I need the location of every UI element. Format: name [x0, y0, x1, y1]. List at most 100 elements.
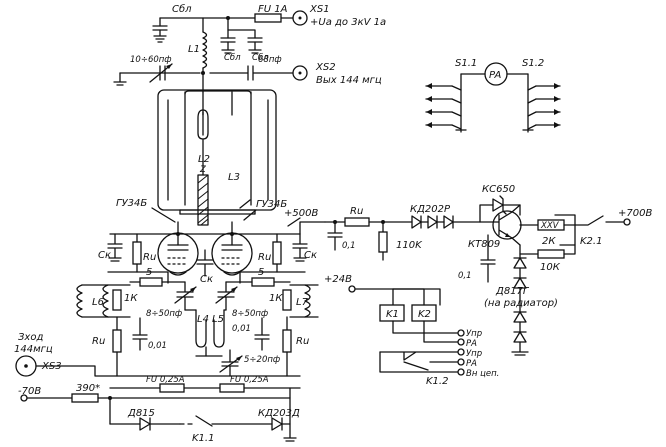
label-cvar-10-60: 10÷60пф [130, 55, 172, 65]
label-c01b: 0,1 [458, 271, 472, 281]
label-plus500: +500В [284, 208, 318, 219]
resistor-1k-left [112, 289, 122, 311]
resistor-ru-lower-right [282, 329, 292, 353]
label-cbl-3: Cбл [252, 53, 269, 63]
label-out: Вых 144 мгц [316, 75, 382, 86]
inductor-l5 [213, 309, 225, 348]
label-cbl-2: Cбл [224, 53, 241, 63]
label-c68: 68пф [258, 55, 282, 65]
label-1k-left: 1К [124, 293, 138, 304]
tube-left [157, 221, 199, 276]
fuse-fu-025-right [219, 383, 245, 393]
label-plus700: +700В [618, 208, 652, 219]
cap-8-50-left [174, 281, 197, 311]
label-plus24: +24В [324, 274, 352, 285]
label-l3: L3 [228, 172, 240, 183]
resistor-10k [537, 249, 565, 259]
label-cbl-1: Cбл [172, 3, 192, 15]
label-l4: L4 [197, 314, 209, 325]
label-ck-left: Cк [98, 250, 111, 261]
label-input-1: Зход [18, 332, 43, 343]
label-xs3: XS3 [41, 361, 62, 372]
label-pa-1: РА [466, 339, 477, 349]
label-2k: 2К [542, 236, 556, 247]
zener-stack-d817g [511, 244, 529, 356]
resistor-1k-right [282, 289, 292, 311]
label-gu34b-right: ГУ34Б [256, 199, 287, 210]
label-10k: 10К [540, 262, 561, 273]
label-ck-mid: Cк [200, 274, 213, 285]
label-k2: K2 [418, 309, 431, 320]
label-k1: K1 [386, 309, 399, 320]
connector-xs2 [292, 65, 308, 81]
resistor-ru-right [272, 241, 282, 265]
label-kc650: КС650 [482, 184, 515, 195]
label-5-20: 5÷20пф [244, 355, 280, 365]
label-upr-2: Упр [466, 349, 482, 359]
anode-feed [113, 10, 308, 93]
label-xs1: XS1 [309, 4, 330, 15]
label-k12: K1.2 [426, 376, 448, 387]
label-r5-left: 5 [146, 267, 152, 278]
label-001-right: 0,01 [232, 324, 251, 334]
cavity-resonator [157, 89, 277, 226]
tube-right [211, 221, 253, 276]
label-fu025-left: FU 0,25A [146, 375, 185, 385]
resistor-110k [378, 231, 388, 253]
label-110k: 110K [396, 240, 423, 251]
cap-8-50-right [215, 281, 238, 311]
label-1k-right: 1К [269, 293, 283, 304]
choke-l1 [202, 31, 208, 69]
coil-l7 [289, 284, 319, 318]
label-k21: K2.1 [580, 236, 602, 247]
label-radiator: (на радиатор) [484, 298, 558, 309]
label-ru-lower-right: Ru [296, 336, 309, 347]
resistor-5-left [139, 277, 163, 287]
fuse-fu1a [254, 13, 282, 23]
resistor-5-right [251, 277, 275, 287]
label-ua: +Uа до 3кV 1а [310, 17, 386, 28]
label-input-2: 144мгц [14, 344, 53, 355]
label-vn-cep: Вн цеп. [466, 369, 499, 379]
label-kt809: КТ809 [468, 239, 500, 250]
label-r390: 390* [76, 383, 100, 394]
label-upr-1: Упр [466, 329, 482, 339]
label-xxv: XXV [540, 221, 560, 231]
label-kd203d: КД203Д [258, 408, 300, 419]
resistor-ru-lower-left [112, 329, 122, 353]
label-z: Z [199, 165, 206, 175]
label-d817g: Д817Г [495, 286, 530, 297]
connector-xs1 [292, 10, 308, 26]
label-kd202r: КД202Р [410, 204, 451, 215]
label-ru-lower-left: Ru [92, 336, 105, 347]
label-c01: 0,1 [342, 241, 356, 251]
cap-ck-left [107, 233, 123, 262]
label-ru-hv: Ru [350, 206, 363, 217]
label-l5: L5 [212, 314, 224, 325]
fuse-fu-025-left [159, 383, 185, 393]
resistor-ru-hv [344, 217, 370, 227]
resistor-390 [71, 393, 99, 403]
switch-s1 [425, 62, 561, 133]
label-fu1a: FU 1A [258, 4, 288, 15]
label-gu34b-left: ГУ34Б [116, 198, 147, 209]
diodes-kd202r [411, 215, 481, 229]
label-s11: S1.1 [455, 58, 477, 69]
label-minus70: -70В [18, 386, 41, 397]
inductor-l4 [195, 309, 207, 348]
label-ck-right: Cк [304, 250, 317, 261]
label-d815: Д815 [127, 408, 155, 419]
label-l6: L6 [92, 297, 104, 308]
relay-k1 [379, 304, 405, 322]
label-fu025-right: FU 0,25A [230, 375, 269, 385]
label-l2: L2 [198, 154, 210, 165]
label-ru-right: Ru [258, 252, 271, 263]
label-8-50-right: 8÷50пф [232, 309, 268, 319]
label-l7: L7 [296, 297, 309, 308]
label-k11: K1.1 [192, 433, 214, 444]
label-pa-2: РА [466, 359, 477, 369]
label-r5-right: 5 [258, 267, 264, 278]
label-pa-meter: PA [489, 70, 502, 81]
